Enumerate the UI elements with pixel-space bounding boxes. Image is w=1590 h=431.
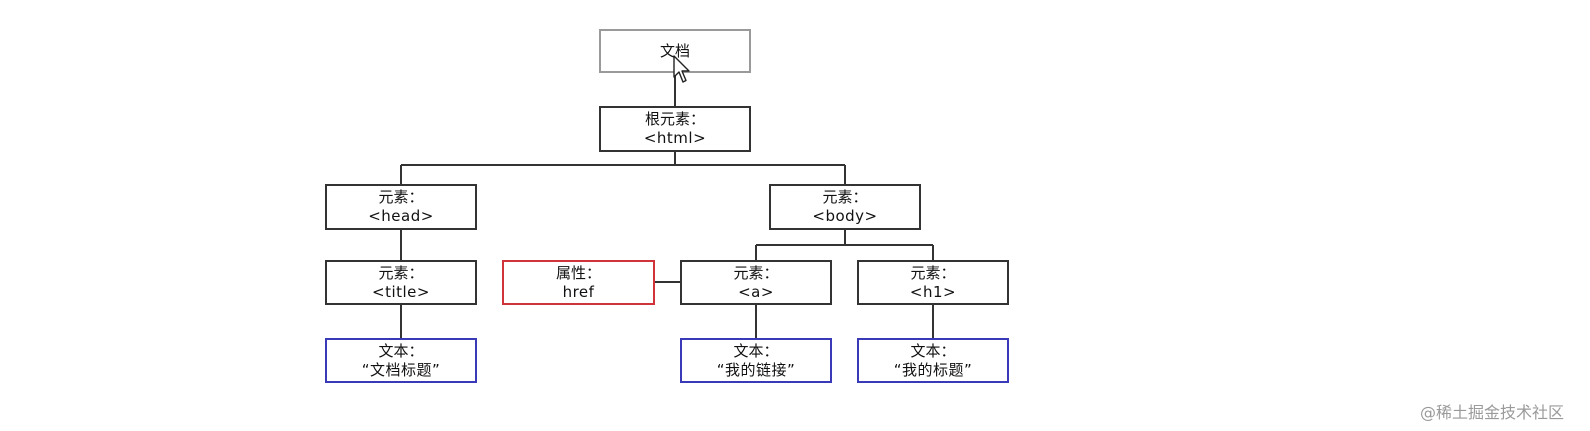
href-node-name: href (562, 282, 595, 301)
text-link-node-type: 文本： (733, 341, 779, 360)
html-root-element-node: 根元素： <html> (599, 106, 751, 152)
head-node-type: 元素： (378, 188, 424, 206)
h1-element-node: 元素： <h1> (857, 260, 1009, 305)
text-link-node-value: “我的链接” (716, 360, 796, 379)
document-node-label: 文档 (659, 41, 690, 60)
html-node-type: 根元素： (644, 110, 705, 128)
title-element-node: 元素： <title> (325, 260, 477, 305)
head-element-node: 元素： <head> (325, 184, 477, 230)
mouse-pointer-icon (673, 55, 690, 83)
title-node-type: 元素： (378, 263, 424, 282)
body-element-node: 元素： <body> (769, 184, 921, 230)
text-node-document-title: 文本： “文档标题” (325, 338, 477, 383)
text-heading-node-value: “我的标题” (893, 360, 973, 379)
body-node-type: 元素： (822, 188, 868, 206)
href-node-type: 属性： (555, 263, 601, 282)
text-node-my-link: 文本： “我的链接” (680, 338, 832, 383)
h1-node-type: 元素： (910, 263, 956, 282)
text-heading-node-type: 文本： (910, 341, 956, 360)
h1-node-tag: <h1> (909, 282, 957, 301)
a-node-tag: <a> (738, 282, 774, 301)
a-node-type: 元素： (733, 263, 779, 282)
title-node-tag: <title> (372, 282, 430, 301)
text-node-my-heading: 文本： “我的标题” (857, 338, 1009, 383)
href-attribute-node: 属性： href (502, 260, 655, 305)
html-node-tag: <html> (643, 129, 707, 147)
text-title-node-value: “文档标题” (361, 360, 441, 379)
text-title-node-type: 文本： (378, 341, 424, 360)
watermark-text: @稀土掘金技术社区 (1419, 403, 1564, 422)
head-node-tag: <head> (368, 207, 434, 225)
a-element-node: 元素： <a> (680, 260, 832, 305)
body-node-tag: <body> (812, 207, 878, 225)
